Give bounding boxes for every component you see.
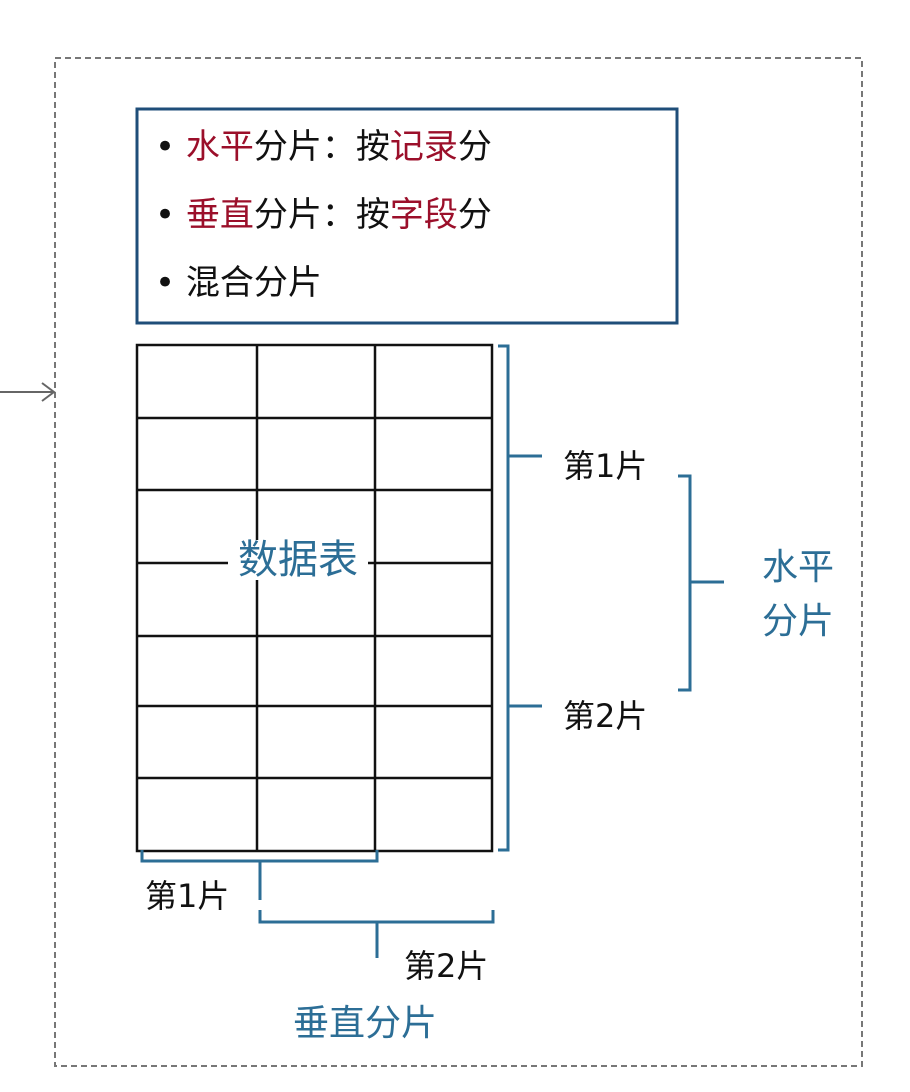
horizontal-shard-1: 第1片: [563, 447, 648, 485]
highlight-term: 字段: [389, 195, 458, 235]
highlight-term: 记录: [389, 127, 458, 167]
dashed-frame: [54, 57, 863, 1067]
vertical-shard-2: 第2片: [404, 947, 489, 985]
bullet-text: 混合分片: [185, 263, 322, 303]
bullet-text: 分片：按: [253, 127, 390, 167]
bullet-text: 分: [457, 127, 492, 167]
bullet-dot: •: [155, 263, 176, 303]
highlight-term: 水平: [185, 127, 254, 167]
horizontal-brackets: [498, 344, 724, 852]
bullet-dot: •: [155, 195, 176, 235]
bullet-mixed: • 混合分片: [155, 266, 322, 300]
vertical-shard-1: 第1片: [145, 877, 230, 915]
bullet-box: [135, 107, 679, 325]
table-label: 数据表: [228, 540, 368, 580]
bullet-dot: •: [155, 127, 176, 167]
data-table-grid: [135, 343, 494, 853]
bullet-text: 分片：按: [253, 195, 390, 235]
horizontal-label-line2: 分片: [762, 601, 835, 642]
highlight-term: 垂直: [185, 195, 254, 235]
bullet-horizontal: • 水平分片：按记录分: [155, 130, 492, 164]
horizontal-label-line1: 水平: [762, 547, 835, 588]
vertical-label: 垂直分片: [293, 1003, 438, 1044]
bullet-text: 分: [457, 195, 492, 235]
vertical-brackets: [140, 850, 495, 958]
bullet-vertical: • 垂直分片：按字段分: [155, 198, 492, 232]
incoming-arrow: [0, 382, 56, 402]
horizontal-shard-2: 第2片: [563, 697, 648, 735]
